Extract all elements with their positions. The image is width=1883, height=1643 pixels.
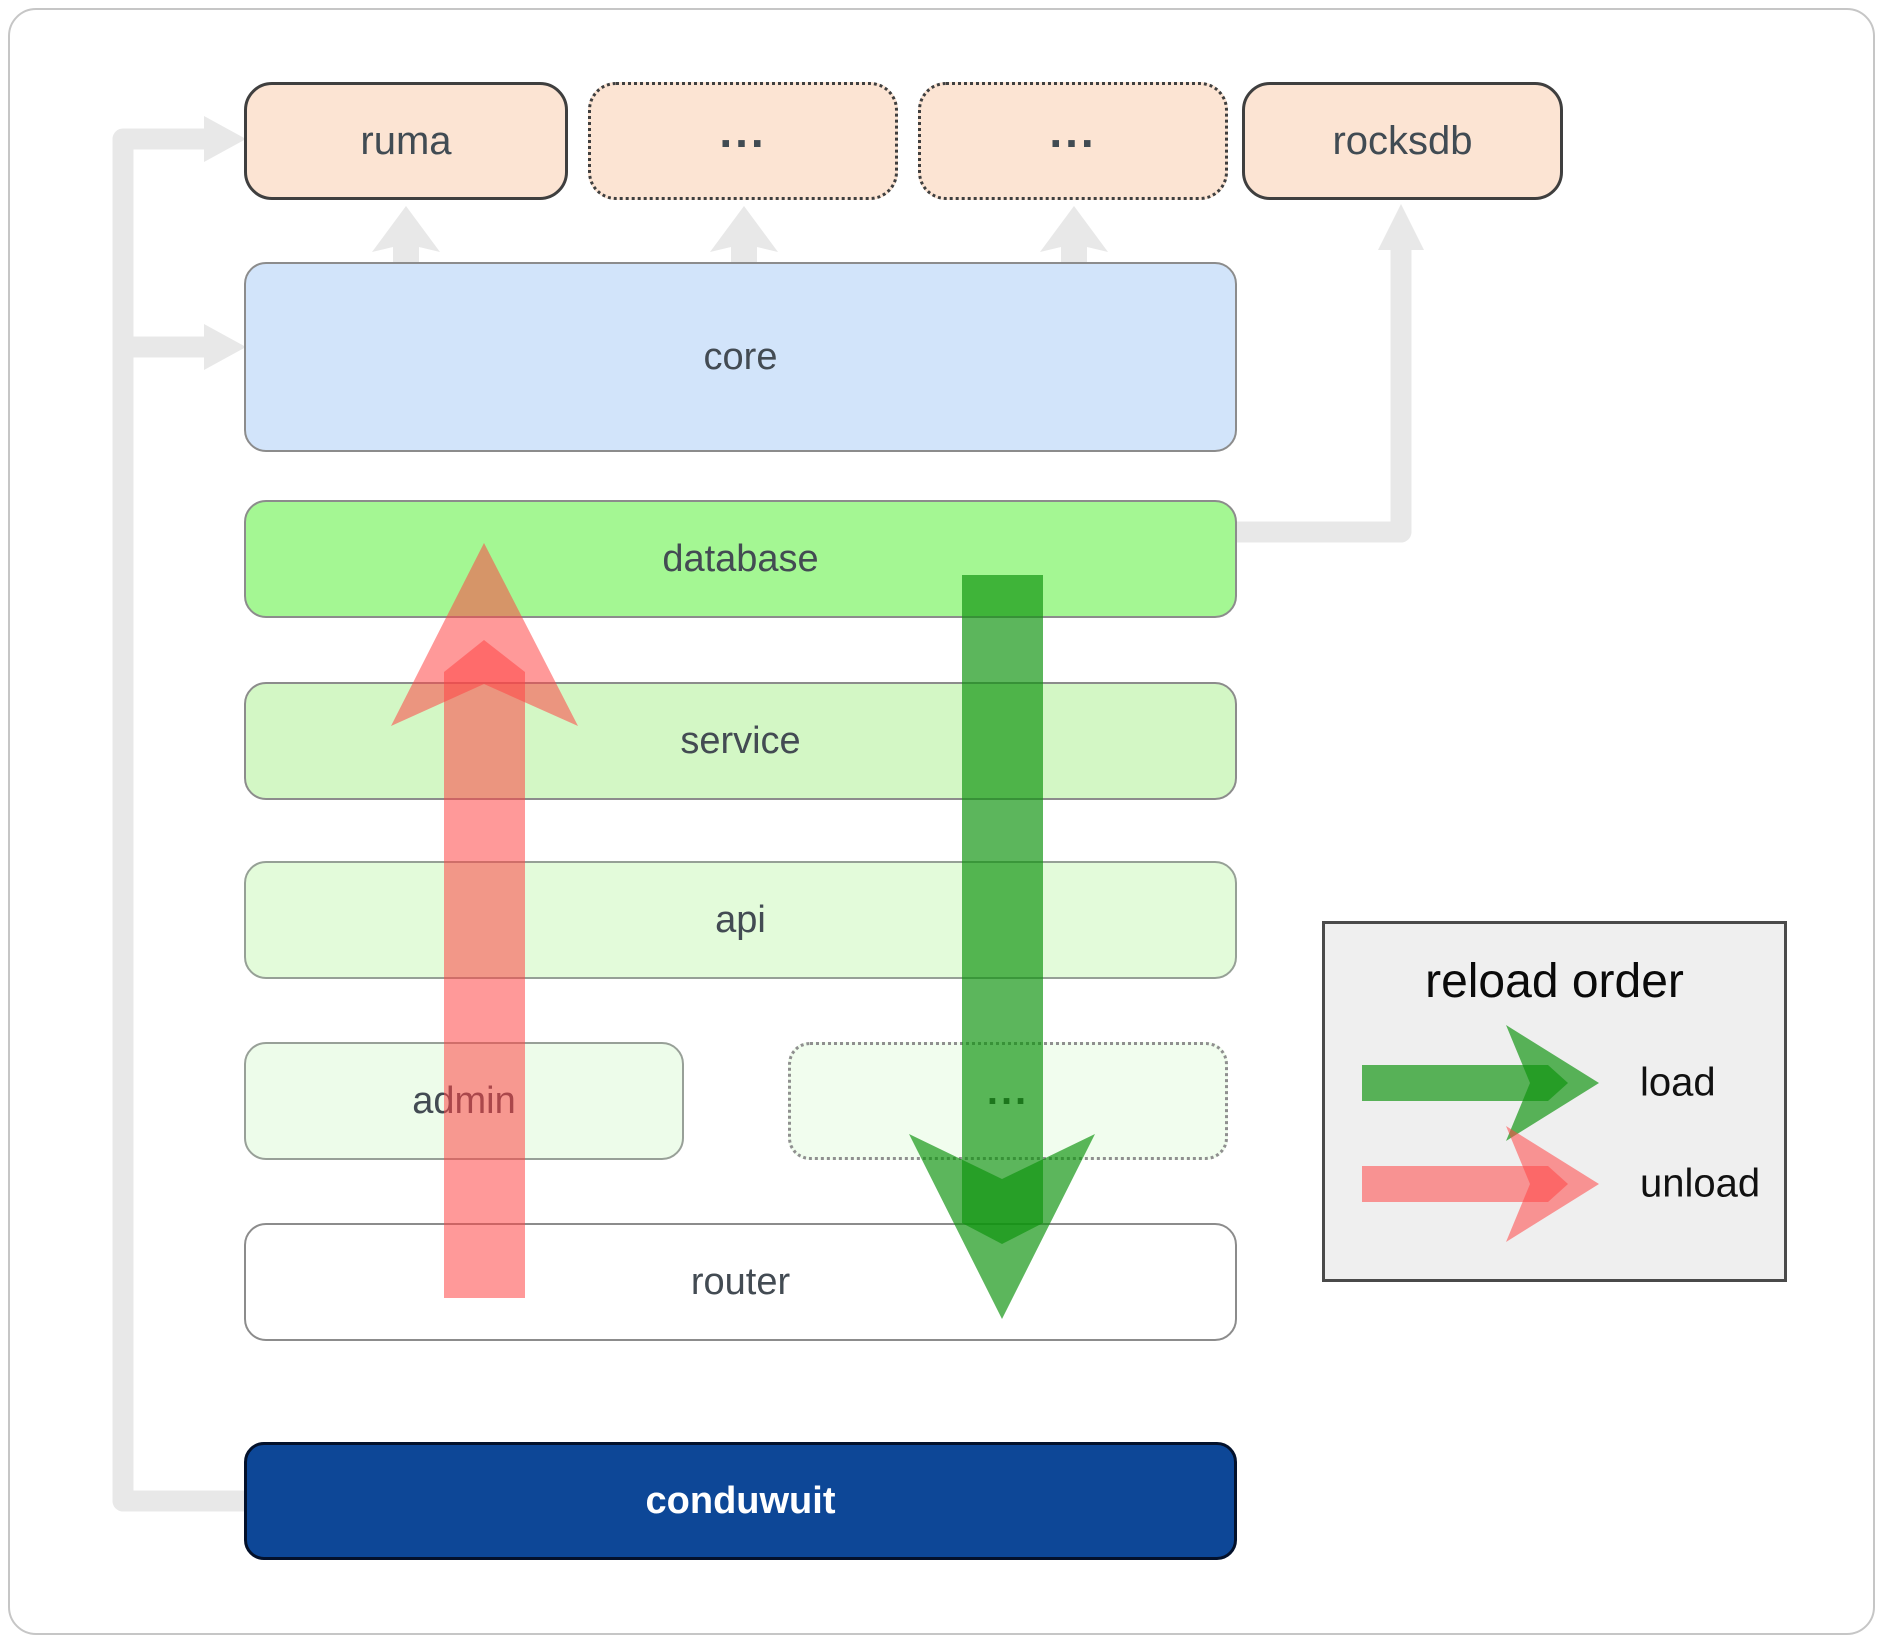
arrowhead-into-core-icon [204, 324, 246, 370]
box-ellipsis-top-1: ... [588, 82, 898, 200]
box-rocksdb-label: rocksdb [1332, 118, 1473, 163]
box-ellipsis-top-1-label: ... [719, 105, 767, 157]
arrow-core-to-ellipsis2-icon [1040, 206, 1108, 262]
legend-load-label: load [1640, 1060, 1716, 1105]
box-conduwuit: conduwuit [244, 1442, 1237, 1560]
box-ellipsis-bottom-label: ... [986, 1068, 1030, 1113]
box-rocksdb: rocksdb [1242, 82, 1563, 200]
box-router-label: router [690, 1260, 791, 1303]
arrowhead-into-ruma-icon [204, 116, 246, 162]
box-ruma: ruma [244, 82, 568, 200]
box-ellipsis-bottom: ... [788, 1042, 1228, 1160]
outer-border [8, 8, 1875, 1635]
box-api: api [244, 861, 1237, 979]
box-router: router [244, 1223, 1237, 1341]
box-conduwuit-label: conduwuit [645, 1479, 836, 1522]
box-ruma-label: ruma [360, 118, 452, 163]
legend-title: reload order [1425, 955, 1684, 1008]
box-admin: admin [244, 1042, 684, 1160]
box-ellipsis-top-2: ... [918, 82, 1228, 200]
box-service-label: service [680, 719, 801, 762]
box-database-label: database [662, 537, 819, 580]
box-api-label: api [715, 898, 766, 941]
box-core-label: core [703, 335, 778, 378]
arrow-core-to-ruma-icon [372, 206, 440, 262]
arrow-core-to-ellipsis1-icon [710, 206, 778, 262]
connector-database-rocksdb [1237, 248, 1412, 543]
box-core: core [244, 262, 1237, 452]
box-ellipsis-top-2-label: ... [1049, 105, 1097, 157]
arrowhead-into-rocksdb-icon [1378, 204, 1424, 250]
box-database: database [244, 500, 1237, 618]
connector-conduwuit-trunk [112, 128, 244, 1512]
box-admin-label: admin [412, 1079, 516, 1122]
box-service: service [244, 682, 1237, 800]
legend-unload-label: unload [1640, 1161, 1761, 1206]
